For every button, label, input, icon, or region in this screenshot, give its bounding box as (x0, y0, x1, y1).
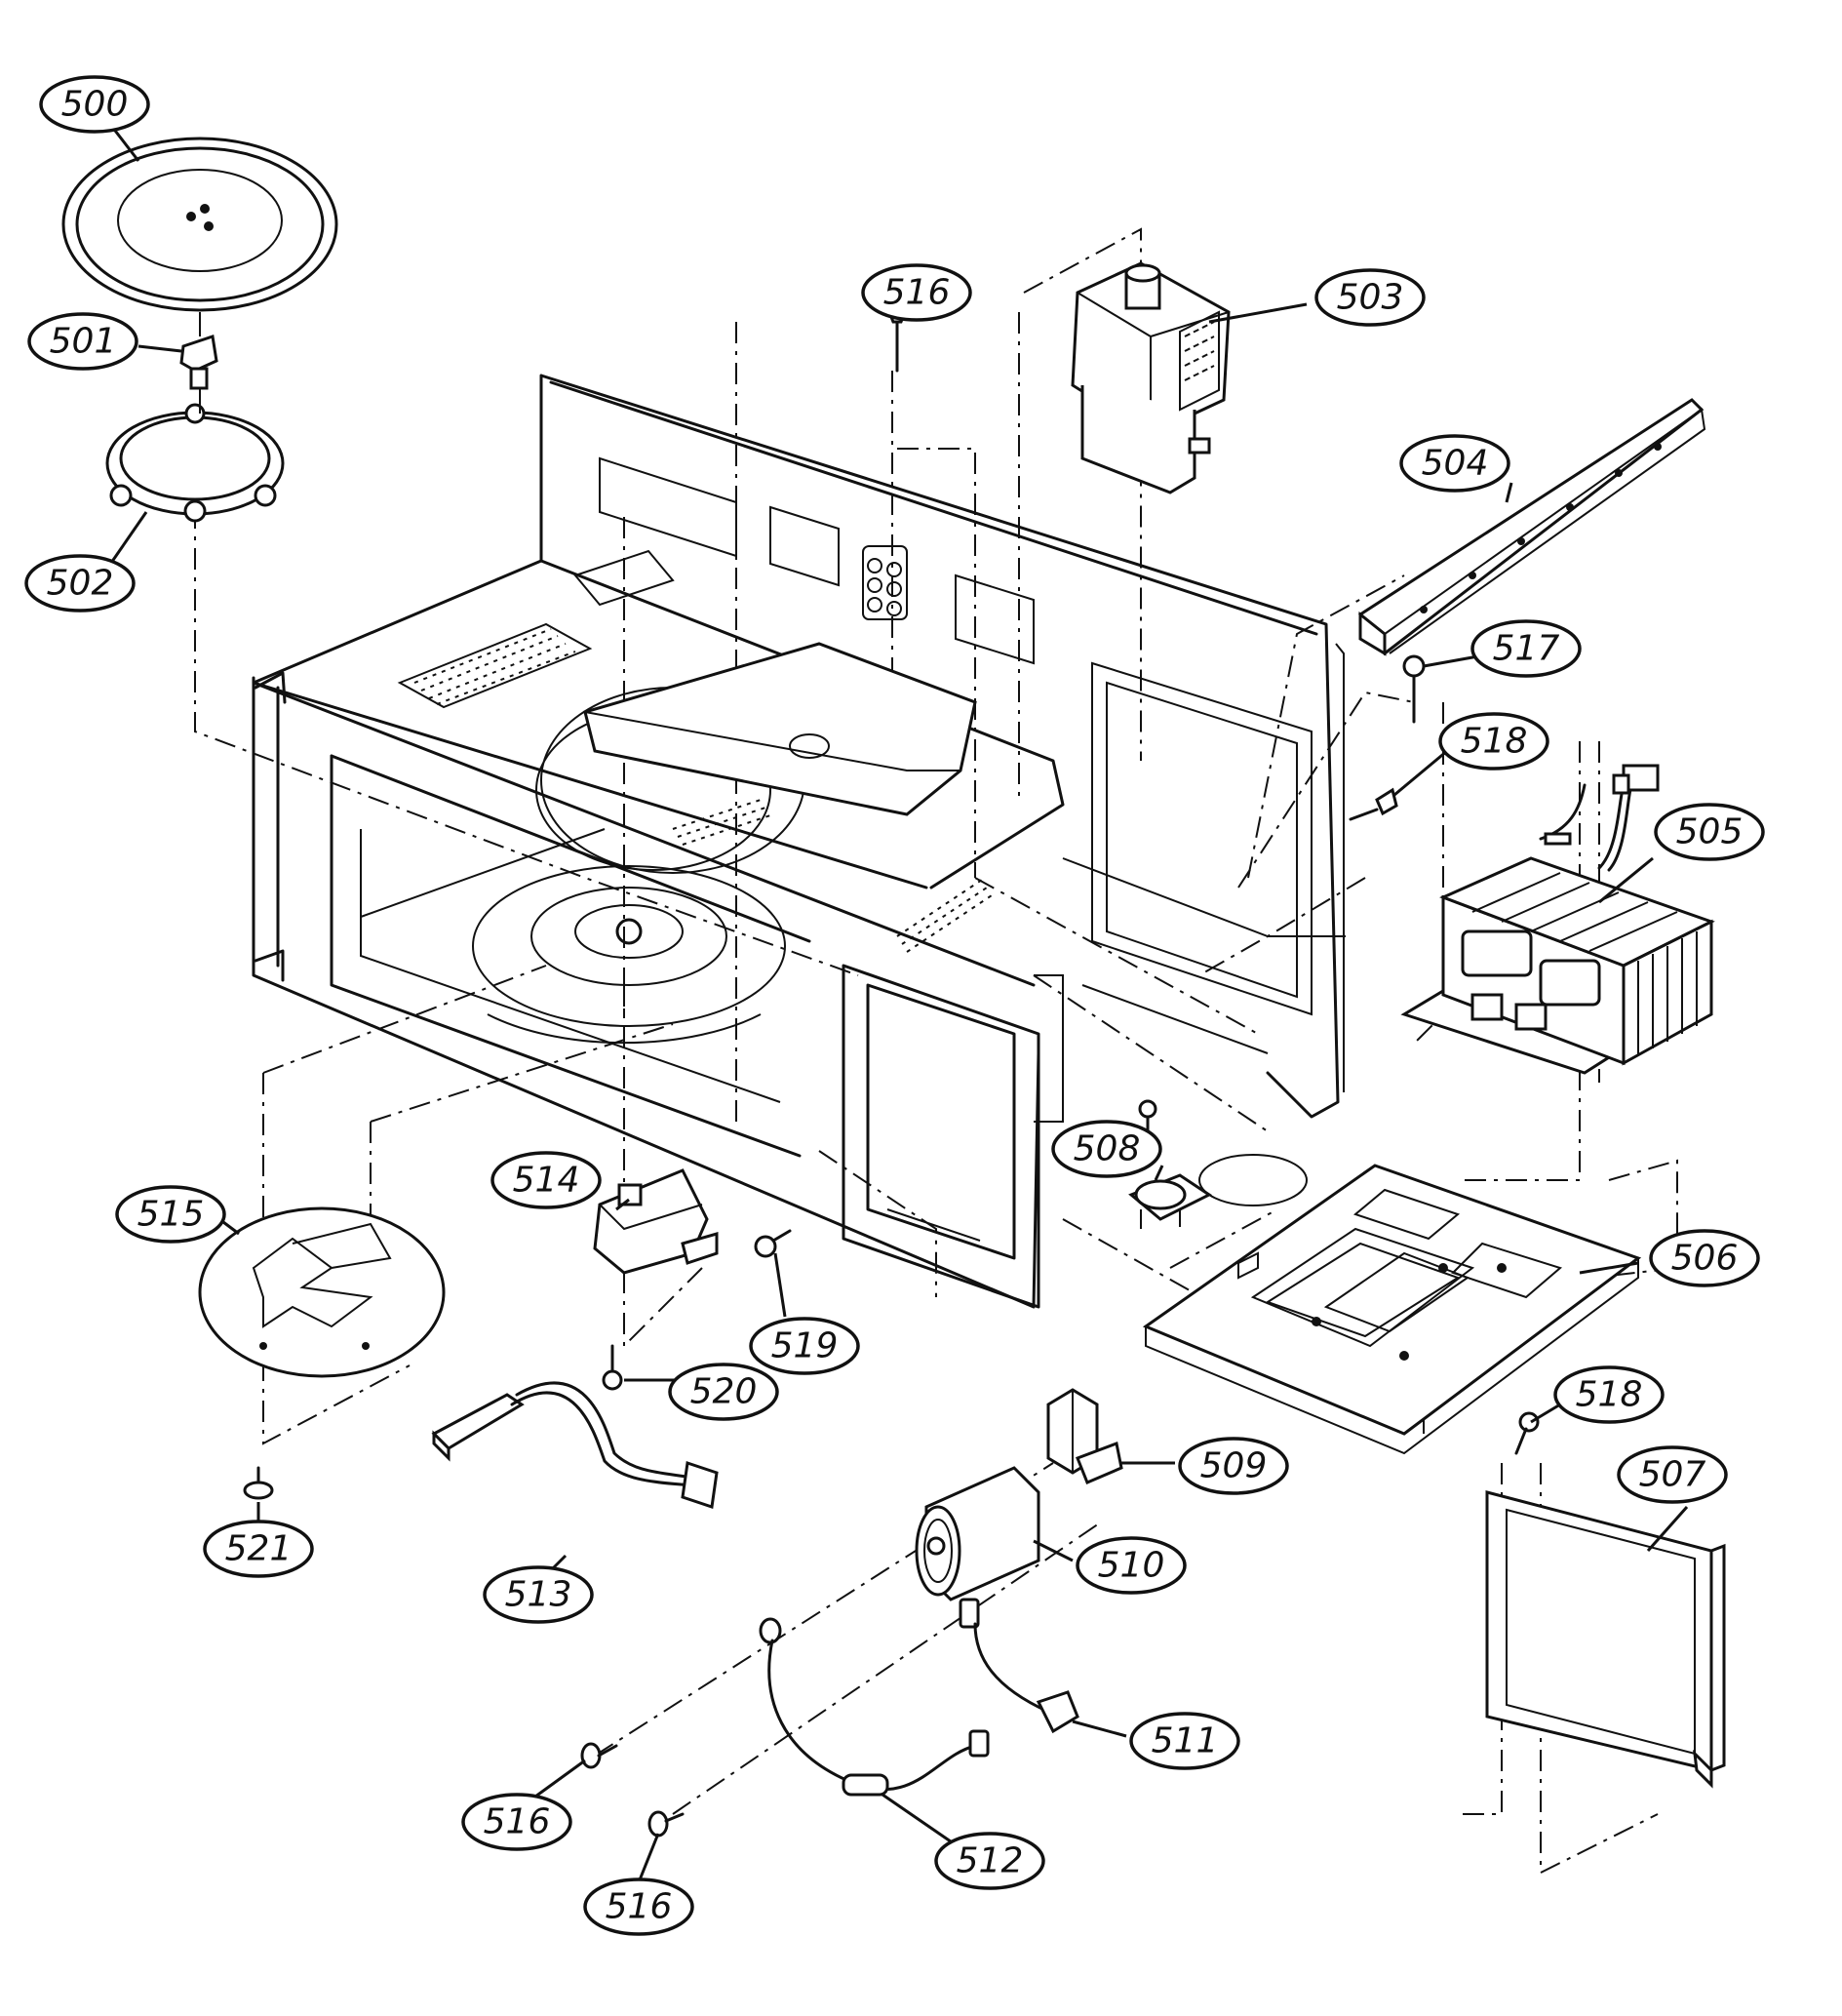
oven-cavity (252, 374, 1346, 1309)
stirrer-cover-515 (198, 1206, 446, 1378)
callout-517: 517 (1470, 619, 1582, 678)
svg-text:507: 507 (1639, 1455, 1706, 1495)
callout-521: 521 (203, 1520, 314, 1578)
svg-text:509: 509 (1200, 1446, 1268, 1486)
svg-text:517: 517 (1493, 629, 1560, 669)
svg-text:518: 518 (1461, 722, 1528, 762)
svg-text:506: 506 (1671, 1239, 1739, 1279)
svg-text:512: 512 (957, 1841, 1024, 1881)
roller-ring-502 (105, 388, 285, 523)
svg-text:502: 502 (47, 564, 114, 604)
callout-516-bottom: 516 (583, 1878, 694, 1936)
callout-bubbles: 500 501 502 503 504 505 506 507 508 509 … (24, 75, 1765, 1936)
svg-text:511: 511 (1152, 1721, 1219, 1761)
wire-harness-513 (431, 1381, 719, 1509)
callout-504: 504 (1399, 434, 1510, 493)
callout-506: 506 (1649, 1229, 1760, 1287)
svg-text:516: 516 (883, 273, 951, 313)
callout-505: 505 (1654, 803, 1765, 861)
callout-510: 510 (1076, 1536, 1187, 1595)
callout-508: 508 (1051, 1120, 1162, 1178)
turntable-motor-514 (593, 1168, 719, 1275)
callout-501: 501 (27, 312, 138, 371)
callout-516-left: 516 (461, 1793, 572, 1851)
svg-text:514: 514 (513, 1161, 580, 1201)
callout-516-top: 516 (861, 263, 972, 322)
callout-502: 502 (24, 554, 136, 613)
svg-text:521: 521 (225, 1529, 293, 1569)
thermal-cutout-508 (1128, 1154, 1308, 1229)
svg-text:516: 516 (484, 1802, 551, 1842)
capacitor-510 (915, 1466, 1040, 1601)
svg-text:515: 515 (137, 1195, 205, 1235)
svg-text:501: 501 (50, 322, 117, 362)
callout-520: 520 (668, 1363, 779, 1421)
callout-507: 507 (1617, 1445, 1728, 1504)
callout-509: 509 (1178, 1437, 1289, 1495)
callout-512: 512 (934, 1832, 1045, 1890)
callout-511: 511 (1129, 1712, 1240, 1770)
coupler-501 (179, 312, 218, 390)
callout-518-lower: 518 (1553, 1365, 1665, 1424)
svg-text:500: 500 (61, 85, 129, 125)
base-plate-506 (1142, 1164, 1642, 1455)
svg-text:518: 518 (1576, 1375, 1643, 1415)
callout-518-upper: 518 (1438, 712, 1549, 771)
side-panel-507 (1485, 1490, 1726, 1789)
svg-text:520: 520 (690, 1372, 758, 1412)
callout-519: 519 (749, 1317, 860, 1375)
wire-512 (759, 1617, 990, 1797)
svg-text:508: 508 (1074, 1129, 1141, 1169)
svg-text:510: 510 (1098, 1546, 1165, 1586)
svg-text:504: 504 (1422, 444, 1489, 484)
wire-511 (959, 1598, 1079, 1734)
leader-lines (107, 126, 1689, 1883)
svg-text:505: 505 (1676, 812, 1744, 852)
svg-text:519: 519 (771, 1326, 839, 1366)
mounting-bracket-504 (1357, 398, 1706, 656)
svg-text:513: 513 (505, 1575, 572, 1615)
svg-text:516: 516 (606, 1887, 673, 1927)
transformer-505 (1400, 764, 1715, 1075)
callout-513: 513 (483, 1565, 594, 1624)
callout-503: 503 (1314, 268, 1426, 327)
callout-500: 500 (39, 75, 150, 134)
magnetron-503 (1071, 261, 1231, 494)
glass-tray-500 (61, 137, 338, 312)
callout-514: 514 (490, 1151, 602, 1209)
callout-515: 515 (115, 1185, 226, 1244)
capacitor-bracket-509 (1046, 1388, 1123, 1484)
svg-text:503: 503 (1337, 278, 1404, 318)
